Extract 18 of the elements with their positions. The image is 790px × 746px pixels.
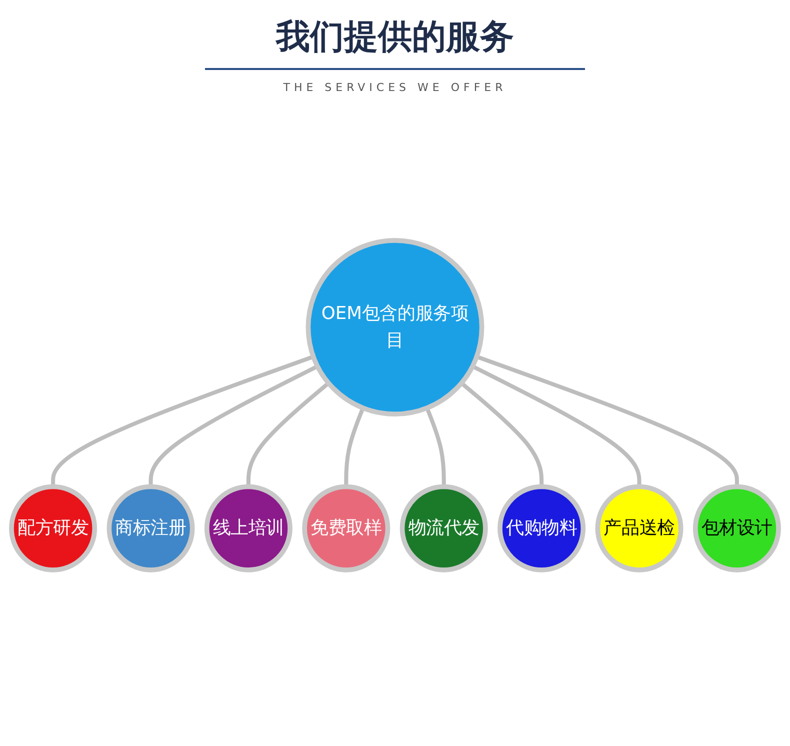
connector	[344, 407, 365, 487]
connector	[246, 381, 330, 487]
node-circle: OEM包含的服务项目	[306, 238, 484, 416]
connector	[425, 407, 446, 487]
node-circle: 免费取样	[302, 484, 390, 572]
node-circle: 商标注册	[106, 484, 195, 572]
node-circle: 线上培训	[204, 484, 292, 572]
connector	[148, 364, 318, 487]
node-circle: 产品送检	[595, 484, 684, 572]
title: 我们提供的服务	[274, 16, 515, 59]
connector	[472, 364, 642, 487]
node-circle: 代购物料	[498, 484, 586, 572]
node-circle: 物流代发	[400, 484, 488, 572]
connector	[51, 354, 314, 487]
connector	[460, 381, 544, 487]
node-circle: 包材设计	[692, 484, 781, 572]
node-circle: 配方研发	[9, 484, 98, 572]
subtitle: THE SERVICES WE OFFER	[283, 81, 507, 94]
